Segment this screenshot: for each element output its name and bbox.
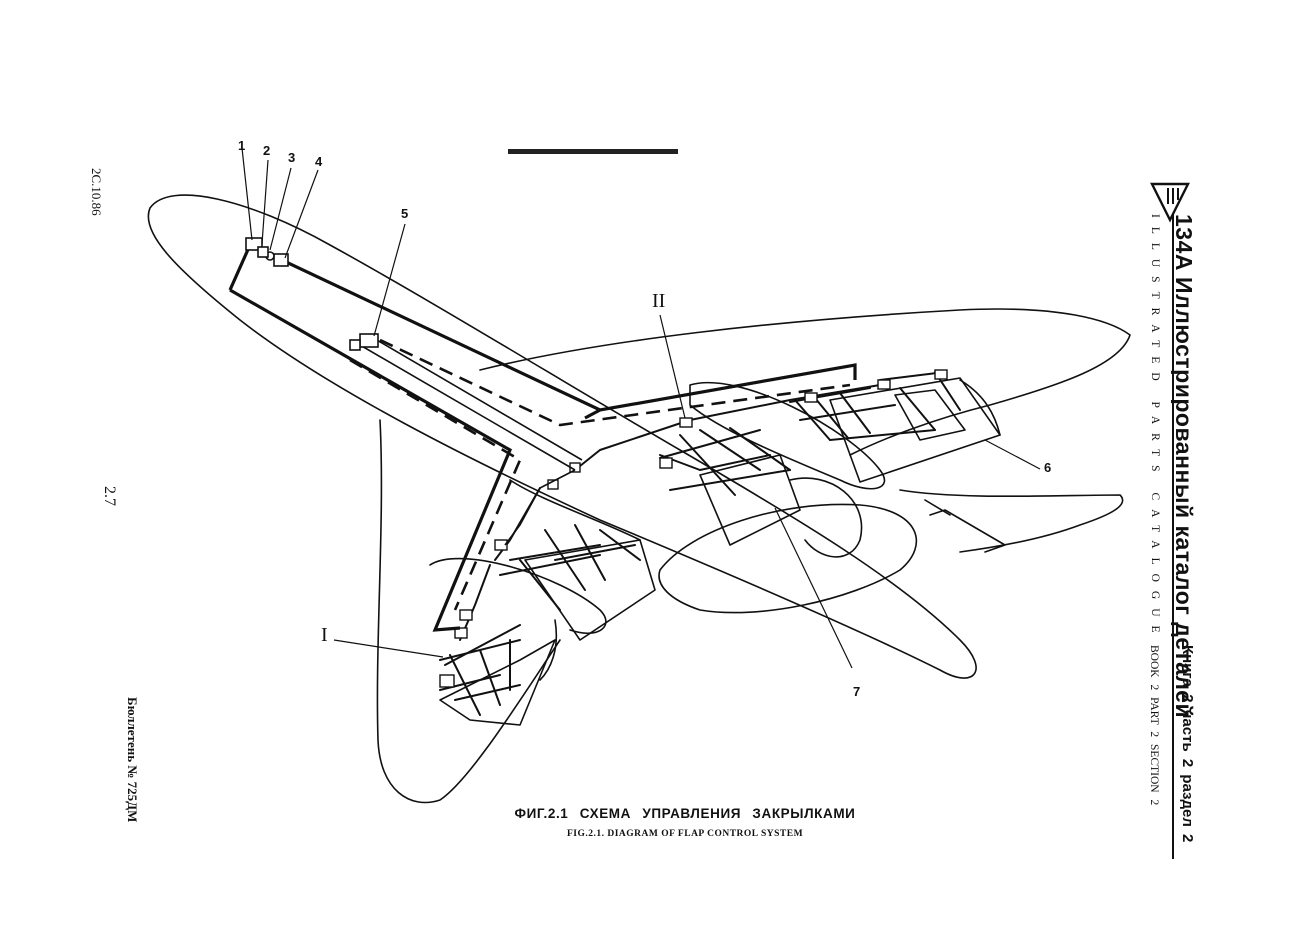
figure-caption-ru: ФИГ.2.1 СХЕМА УПРАВЛЕНИЯ ЗАКРЫЛКАМИ: [514, 806, 856, 821]
callout-2: 2: [263, 143, 271, 158]
flap-panel-inner-left: [524, 539, 656, 641]
flap-panel-outer-left: [439, 639, 556, 726]
page-number: 2.7: [101, 486, 118, 506]
aircraft-model: 134A: [1171, 214, 1197, 271]
catalog-title-ru: 134A Иллюстрированный каталог деталей: [1171, 214, 1197, 719]
callout-1: 1: [238, 138, 246, 153]
callout-4: 4: [315, 154, 323, 169]
callout-6: 6: [1044, 460, 1052, 475]
control-line-solid: [229, 243, 857, 632]
engine-nacelle-2: [658, 503, 918, 614]
callout-3: 3: [288, 150, 296, 165]
book-part-section-ru: Книга 2 часть 2 раздел 2: [1179, 645, 1196, 843]
fuselage-outline: [147, 194, 977, 679]
book-part-section-en: BOOK 2 PART 2 SECTION 2: [1148, 645, 1160, 806]
left-wing-outline: [376, 419, 561, 804]
figure-caption-en: FIG.2.1. DIAGRAM OF FLAP CONTROL SYSTEM: [566, 829, 804, 839]
control-line-dashed: [379, 338, 851, 427]
callout-7: 7: [853, 684, 861, 699]
header-divider: [1172, 214, 1174, 859]
flap-panel-7: [699, 454, 801, 546]
publisher-logo: [1150, 182, 1190, 223]
header-rule: [508, 149, 678, 154]
bulletin-number: Бюллетень № 725ДМ: [125, 697, 140, 823]
callout-roman-1: I: [321, 624, 328, 646]
control-unit-5: [359, 333, 379, 348]
revision-date: 2С.10.86: [89, 168, 104, 216]
tail-surfaces: [899, 489, 1124, 553]
callout-roman-2: II: [652, 290, 666, 312]
right-wing-outline: [479, 308, 1131, 456]
catalog-title-en: ILLUSTRATED PARTS CATALOGUE: [1149, 214, 1161, 642]
control-unit-4: [273, 253, 289, 267]
callout-5: 5: [401, 206, 409, 221]
